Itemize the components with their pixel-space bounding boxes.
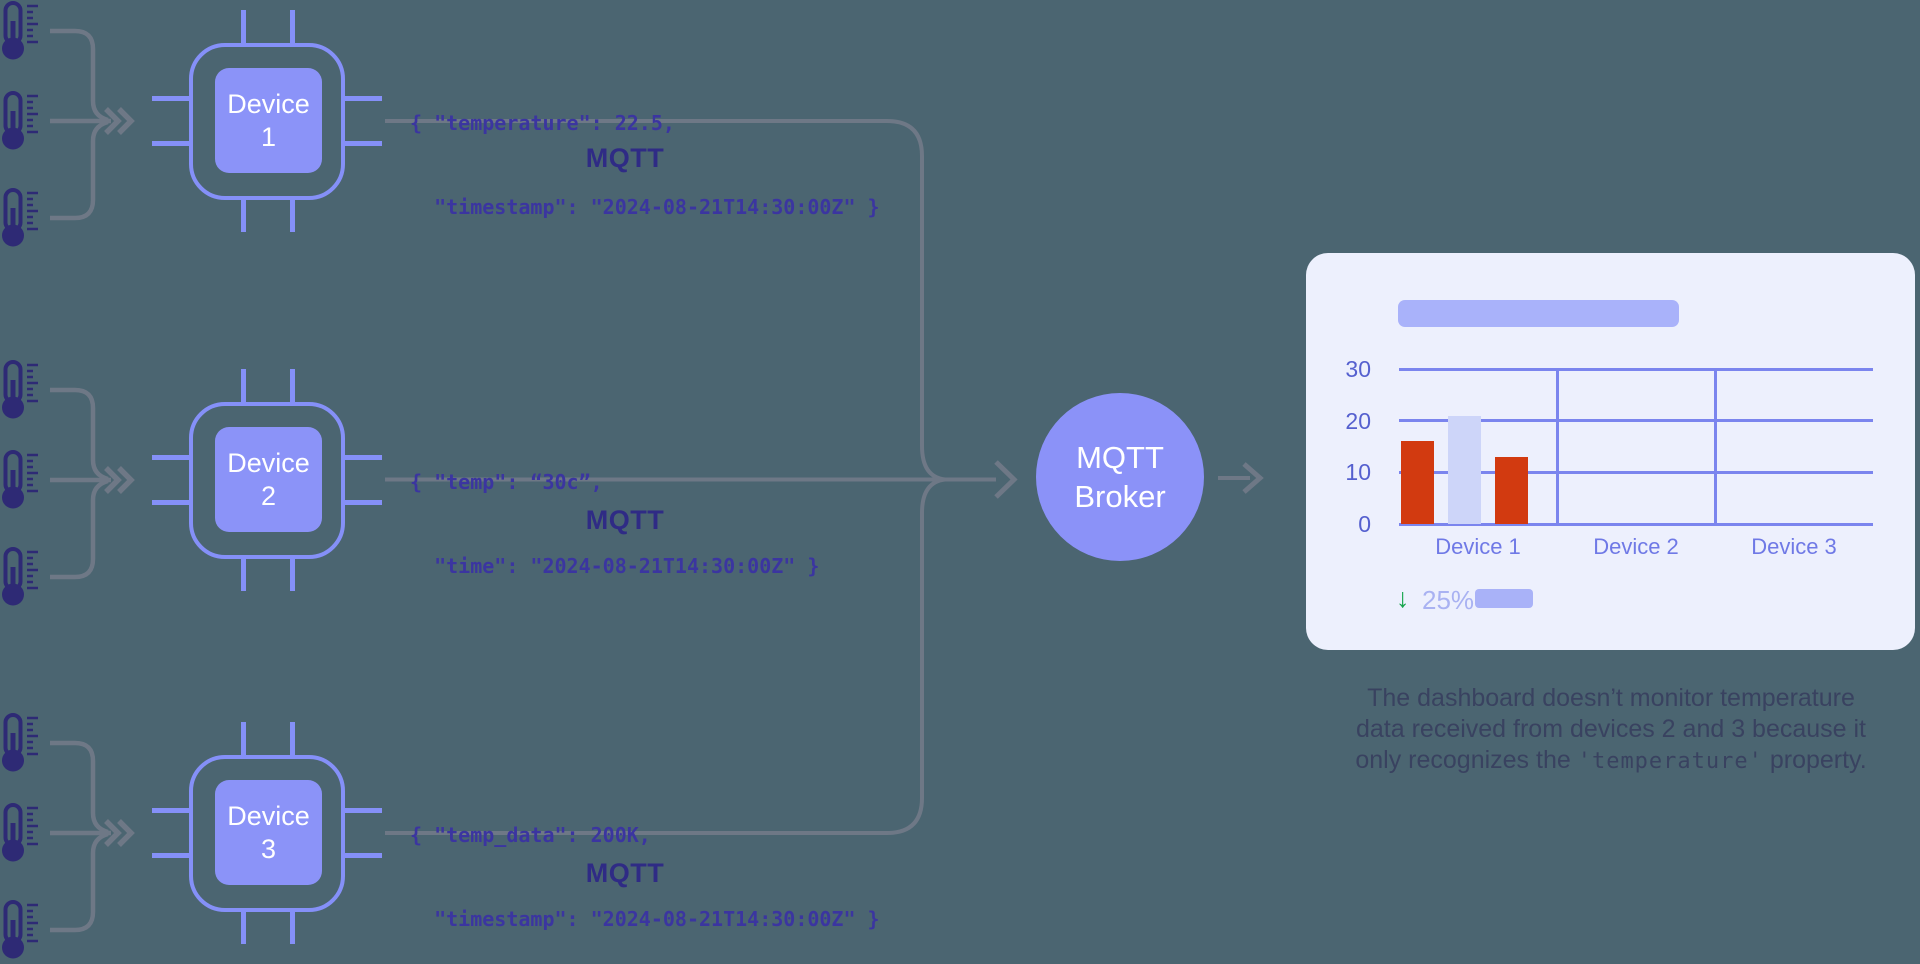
chart-bar xyxy=(1401,441,1434,524)
chip-pin xyxy=(290,722,295,755)
broker-label-line2: Broker xyxy=(1074,479,1166,514)
chip-label: Device 2 xyxy=(215,427,322,532)
caption-line-3: only recognizes the 'temperature' proper… xyxy=(1355,746,1867,774)
chip-body xyxy=(189,43,345,200)
chip-pin xyxy=(345,96,382,101)
chip-pin xyxy=(152,500,189,505)
chip-pin xyxy=(241,911,246,944)
payload-line: { "temp": “30c”, xyxy=(410,470,603,494)
thermometer-icon xyxy=(2,188,38,247)
connector-device3-to-trunk xyxy=(385,477,946,835)
thermometer-icon xyxy=(2,900,38,959)
thermometer-icon xyxy=(2,450,38,509)
trend-value: 25% xyxy=(1422,585,1475,615)
x-axis-category-label: Device 1 xyxy=(1435,534,1521,559)
thermometer-icon xyxy=(2,803,38,862)
chip-body xyxy=(189,402,345,559)
chip-pin xyxy=(345,500,382,505)
trend-down-arrow-icon: ↓ xyxy=(1396,583,1410,613)
caption-line-2: data received from devices 2 and 3 becau… xyxy=(1355,715,1867,743)
chip-pin xyxy=(290,558,295,591)
payload-device-3: { "temp_data": 200K, "timestamp": "2024-… xyxy=(410,765,880,964)
gridline xyxy=(1399,522,1873,526)
device-name: Device xyxy=(227,800,310,831)
chip-pin xyxy=(345,141,382,146)
thermometer-icon xyxy=(2,713,38,772)
mqtt-broker-node: MQTT Broker xyxy=(1036,393,1204,561)
dashboard-title-placeholder-bar xyxy=(1398,300,1679,327)
device-number: 3 xyxy=(260,833,277,864)
chip-label: Device 1 xyxy=(215,68,322,173)
sensor-merge-arrow xyxy=(50,387,135,580)
connector-device1-to-trunk xyxy=(385,119,946,482)
chip-pin xyxy=(290,911,295,944)
chip-pin xyxy=(345,853,382,858)
caption-line-1: The dashboard doesn’t monitor temperatur… xyxy=(1367,684,1855,712)
chart-bar xyxy=(1448,415,1481,524)
thermometer-icon xyxy=(2,360,38,419)
payload-line: { "temp_data": 200K, xyxy=(410,823,651,847)
arrowhead-into-dashboard-icon xyxy=(1242,462,1264,494)
chip-pin xyxy=(152,853,189,858)
chart-plot xyxy=(1399,367,1873,526)
chip-pin xyxy=(345,808,382,813)
thermometer-icon xyxy=(2,91,38,150)
chip-pin xyxy=(241,199,246,232)
y-axis-tick-label: 20 xyxy=(1345,407,1371,434)
section-divider-line xyxy=(1713,369,1717,524)
chip-pin xyxy=(241,369,246,402)
dashboard-card: 0 10 20 30 Device 1 Device 2 Device 3 ↓ 25% xyxy=(1306,253,1915,650)
device-number: 2 xyxy=(260,480,277,511)
chip-pin xyxy=(290,369,295,402)
device-name: Device xyxy=(227,88,310,119)
sensor-merge-arrow xyxy=(50,740,135,933)
payload-line: "timestamp": "2024-08-21T14:30:00Z" } xyxy=(410,195,880,219)
broker-label-line1: MQTT xyxy=(1076,440,1164,475)
caption-text: The dashboard doesn’t monitor temperatur… xyxy=(1306,683,1916,777)
chart-bar xyxy=(1495,456,1528,524)
chip-pin xyxy=(290,10,295,43)
gridline xyxy=(1399,419,1873,423)
payload-line: "time": "2024-08-21T14:30:00Z" } xyxy=(410,554,820,578)
chip-pin xyxy=(290,199,295,232)
chip-pin xyxy=(241,558,246,591)
chip-pin xyxy=(152,455,189,460)
chip-body xyxy=(189,755,345,912)
sensor-merge-arrow xyxy=(50,28,135,221)
gridline xyxy=(1399,367,1873,371)
arrowhead-into-broker-icon xyxy=(994,460,1018,499)
gridline xyxy=(1399,470,1873,474)
trend-placeholder-bar xyxy=(1475,589,1533,608)
device-number: 1 xyxy=(260,121,277,152)
x-axis-category-label: Device 3 xyxy=(1751,534,1837,559)
protocol-label-device-1: MQTT xyxy=(585,143,665,173)
protocol-label-device-3: MQTT xyxy=(585,858,665,888)
chip-pin xyxy=(152,141,189,146)
caption-code-term: 'temperature' xyxy=(1577,749,1763,774)
chip-pin xyxy=(152,808,189,813)
chip-label: Device 3 xyxy=(215,780,322,885)
payload-line: "timestamp": "2024-08-21T14:30:00Z" } xyxy=(410,907,880,931)
x-axis-category-label: Device 2 xyxy=(1593,534,1679,559)
thermometer-icon xyxy=(2,1,38,60)
y-axis-tick-label: 30 xyxy=(1345,356,1371,382)
chip-pin xyxy=(345,455,382,460)
section-divider-line xyxy=(1555,369,1559,524)
chip-pin xyxy=(241,722,246,755)
y-axis-tick-label: 10 xyxy=(1345,459,1371,486)
device-name: Device xyxy=(227,447,310,478)
protocol-label-device-2: MQTT xyxy=(585,505,665,535)
y-axis-tick-label: 0 xyxy=(1358,511,1371,537)
chip-pin xyxy=(241,10,246,43)
chip-pin xyxy=(152,96,189,101)
thermometer-icon xyxy=(2,547,38,606)
payload-line: { "temperature": 22.5, xyxy=(410,111,675,135)
payload-device-2: { "temp": “30c”, "time": "2024-08-21T14:… xyxy=(410,412,819,636)
payload-device-1: { "temperature": 22.5, "timestamp": "202… xyxy=(410,53,880,277)
